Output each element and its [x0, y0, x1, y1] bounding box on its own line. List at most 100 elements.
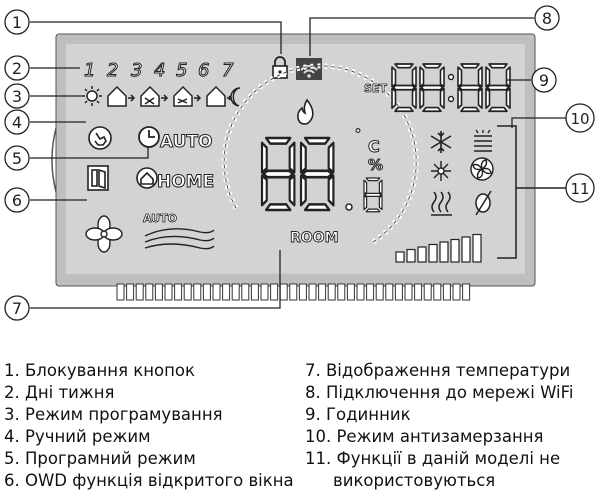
callout-lines [30, 17, 566, 309]
connector-pin [154, 283, 163, 301]
signal-bar [395, 251, 405, 263]
fan-icon [85, 215, 123, 253]
house-moon-icon [206, 85, 241, 107]
connector-pins [116, 283, 471, 301]
legend-item: 10. Режим антизамерзання [305, 427, 544, 446]
sun-small-icon [431, 161, 451, 181]
connector-pin [385, 283, 394, 301]
day-number: 7 [222, 60, 234, 81]
day-numbers: 1 2 3 4 5 6 7 [84, 60, 235, 82]
connector-pin [298, 283, 307, 301]
connector-pin [183, 283, 192, 301]
legend-item: 9. Годинник [305, 405, 411, 424]
connector-pin [394, 283, 403, 301]
connector-pin [337, 283, 346, 301]
callout-number: 10 [570, 110, 589, 128]
hand-icon [88, 126, 112, 150]
callout-number: 6 [12, 191, 22, 210]
connector-pin [250, 283, 259, 301]
window-icon [87, 165, 109, 191]
lcd-side-tab [51, 127, 57, 193]
bracket-11 [497, 125, 566, 259]
wifi-icon [296, 58, 322, 80]
legend-item: 4. Ручний режим [4, 427, 151, 446]
callout-number: 7 [12, 299, 22, 318]
set-label: SET [364, 82, 387, 95]
legend-item: 3. Режим програмування [4, 405, 223, 424]
pen-icon [475, 190, 492, 216]
callout-number: 3 [12, 87, 22, 106]
house-away-icon [107, 85, 136, 107]
callout-number: 1 [12, 13, 22, 32]
heat-waves-icon [431, 191, 452, 216]
day-number: 1 [84, 60, 95, 81]
connector-pin [222, 283, 231, 301]
legend-item: 6. OWD функція відкритого вікна [4, 471, 294, 490]
house-party-icon [140, 85, 169, 107]
connector-pin [308, 283, 317, 301]
connector-pin [327, 283, 336, 301]
auto-label: AUTO [160, 132, 213, 152]
snowflake-icon [430, 131, 452, 153]
day-number: 3 [131, 60, 142, 81]
airflow-icon [144, 228, 215, 250]
fan-small-icon [470, 157, 494, 181]
legend-item: 1. Блокування кнопок [4, 361, 195, 380]
legend-left: 1. Блокування кнопок 2. Дні тижня 3. Реж… [4, 360, 294, 492]
legend-item: 8. Підключення до мережі WiFi [305, 383, 574, 402]
connector-pin [433, 283, 442, 301]
connector-pin [193, 283, 202, 301]
signal-bar [417, 246, 427, 263]
signal-bar [428, 243, 438, 263]
signal-bars-icon [395, 233, 482, 263]
connector-pin [356, 283, 365, 301]
signal-bar [406, 248, 416, 263]
lcd-screen [66, 44, 525, 274]
lock-icon [272, 56, 288, 79]
connector-pin [174, 283, 183, 301]
day-number: 6 [198, 60, 209, 81]
connector-pin [231, 283, 240, 301]
connector-pin [404, 283, 413, 301]
unit-celsius: C [368, 137, 380, 156]
signal-bar [472, 233, 482, 263]
callout-number: 2 [12, 59, 22, 78]
decimal-point [345, 203, 353, 211]
callout-number: 9 [539, 71, 549, 90]
connector-pin [346, 283, 355, 301]
connector-pin [442, 283, 451, 301]
home-label: HOME [157, 172, 214, 192]
connector-pin [126, 283, 135, 301]
day-number: 5 [176, 60, 187, 81]
legend-item: 7. Відображення температури [305, 361, 571, 380]
connector-pin [164, 283, 173, 301]
fan-auto-label: AUTO [143, 212, 177, 225]
clock-colon [447, 73, 455, 103]
legend-item: 11. Функції в даній моделі не [305, 449, 561, 468]
connector-pin [145, 283, 154, 301]
callout-markers: 1 2 3 4 5 6 7 8 9 10 11 [4, 5, 595, 321]
connector-pin [116, 283, 125, 301]
connector-pin [270, 283, 279, 301]
connector-pin [260, 283, 269, 301]
legend-item: використовуються [333, 471, 496, 490]
connector-pin [452, 283, 461, 301]
connector-pin [212, 283, 221, 301]
degree-sign: ° [354, 125, 362, 144]
connector-pin [135, 283, 144, 301]
flame-icon [297, 98, 314, 125]
connector-pin [318, 283, 327, 301]
signal-bar [461, 236, 471, 263]
day-number: 2 [107, 60, 118, 81]
callout-number: 5 [12, 149, 22, 168]
house-work-icon [173, 85, 202, 107]
unit-percent: % [368, 156, 383, 174]
callout-number: 8 [542, 9, 552, 28]
room-label: ROOM [290, 230, 339, 246]
home-icon [136, 167, 158, 189]
callout-number: 11 [570, 180, 589, 198]
connector-pin [414, 283, 423, 301]
connector-pin [202, 283, 211, 301]
legend-item: 5. Програмний режим [4, 449, 196, 468]
